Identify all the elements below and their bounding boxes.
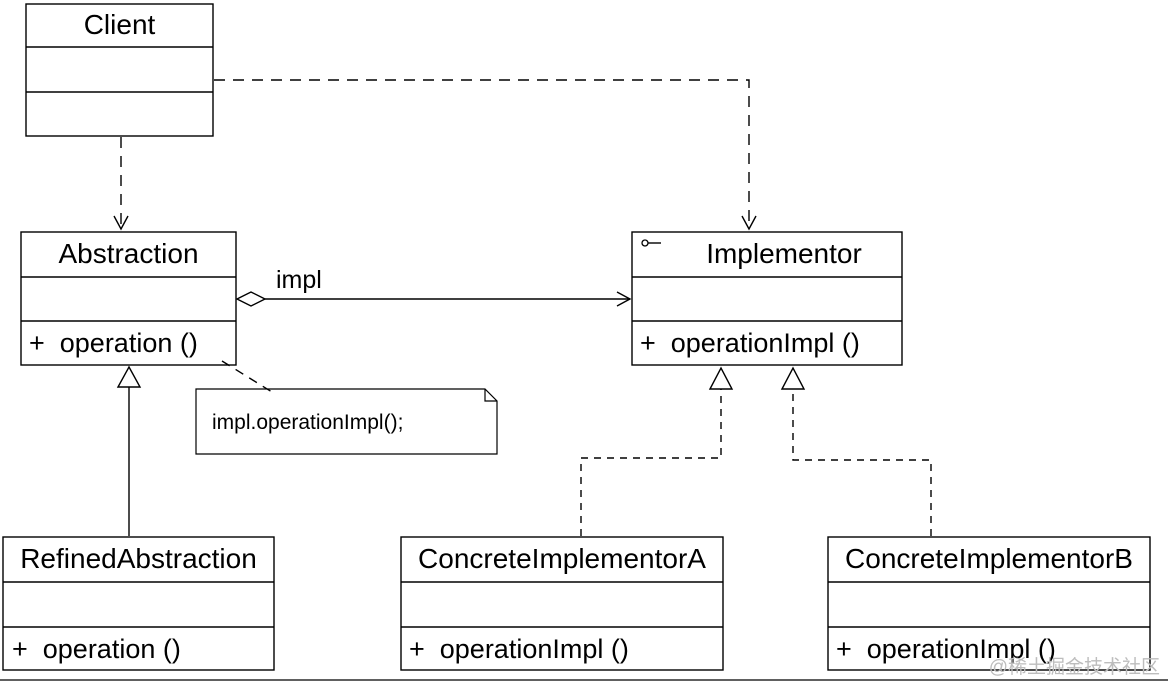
note-text: impl.operationImpl(); [212,411,403,434]
class-name-client: Client [84,9,156,40]
operation-concrete-implementor-b: + operationImpl () [836,634,1056,664]
association-role-label: impl [276,266,322,294]
class-name-concrete-implementor-a: ConcreteImplementorA [418,543,706,574]
realization-triangle-icon [780,366,806,390]
aggregation-abstraction-implementor [235,291,632,307]
note-anchor-line [221,360,273,393]
realization-concrete-implementor-a [580,366,734,536]
inheritance-triangle-icon [116,365,142,388]
generalization-refined-abstraction [116,365,142,536]
realization-triangle-icon [708,366,734,390]
aggregation-diamond-icon [235,291,267,307]
class-concrete-implementor-b[interactable]: ConcreteImplementorB + operationImpl () [827,536,1151,671]
class-client[interactable]: Client [25,3,214,137]
class-concrete-implementor-a[interactable]: ConcreteImplementorA + operationImpl () [400,536,724,671]
realization-concrete-implementor-b [780,366,932,536]
class-name-concrete-implementor-b: ConcreteImplementorB [845,543,1133,574]
class-name-abstraction: Abstraction [58,238,198,269]
class-name-implementor: Implementor [706,238,862,269]
dependency-client-implementor [214,79,757,231]
class-implementor[interactable]: Implementor + operationImpl () [631,231,903,366]
watermark: @稀土掘金技术社区 [989,656,1160,678]
class-name-refined-abstraction: RefinedAbstraction [20,543,257,574]
class-abstraction[interactable]: Abstraction + operation () [20,231,237,366]
operation-refined-abstraction: + operation () [12,634,181,664]
interface-icon [641,239,661,247]
operation-concrete-implementor-a: + operationImpl () [409,634,629,664]
class-refined-abstraction[interactable]: RefinedAbstraction + operation () [2,536,275,671]
operation-abstraction: + operation () [29,328,198,358]
note[interactable]: impl.operationImpl(); [195,388,498,455]
operation-implementor: + operationImpl () [640,328,860,358]
